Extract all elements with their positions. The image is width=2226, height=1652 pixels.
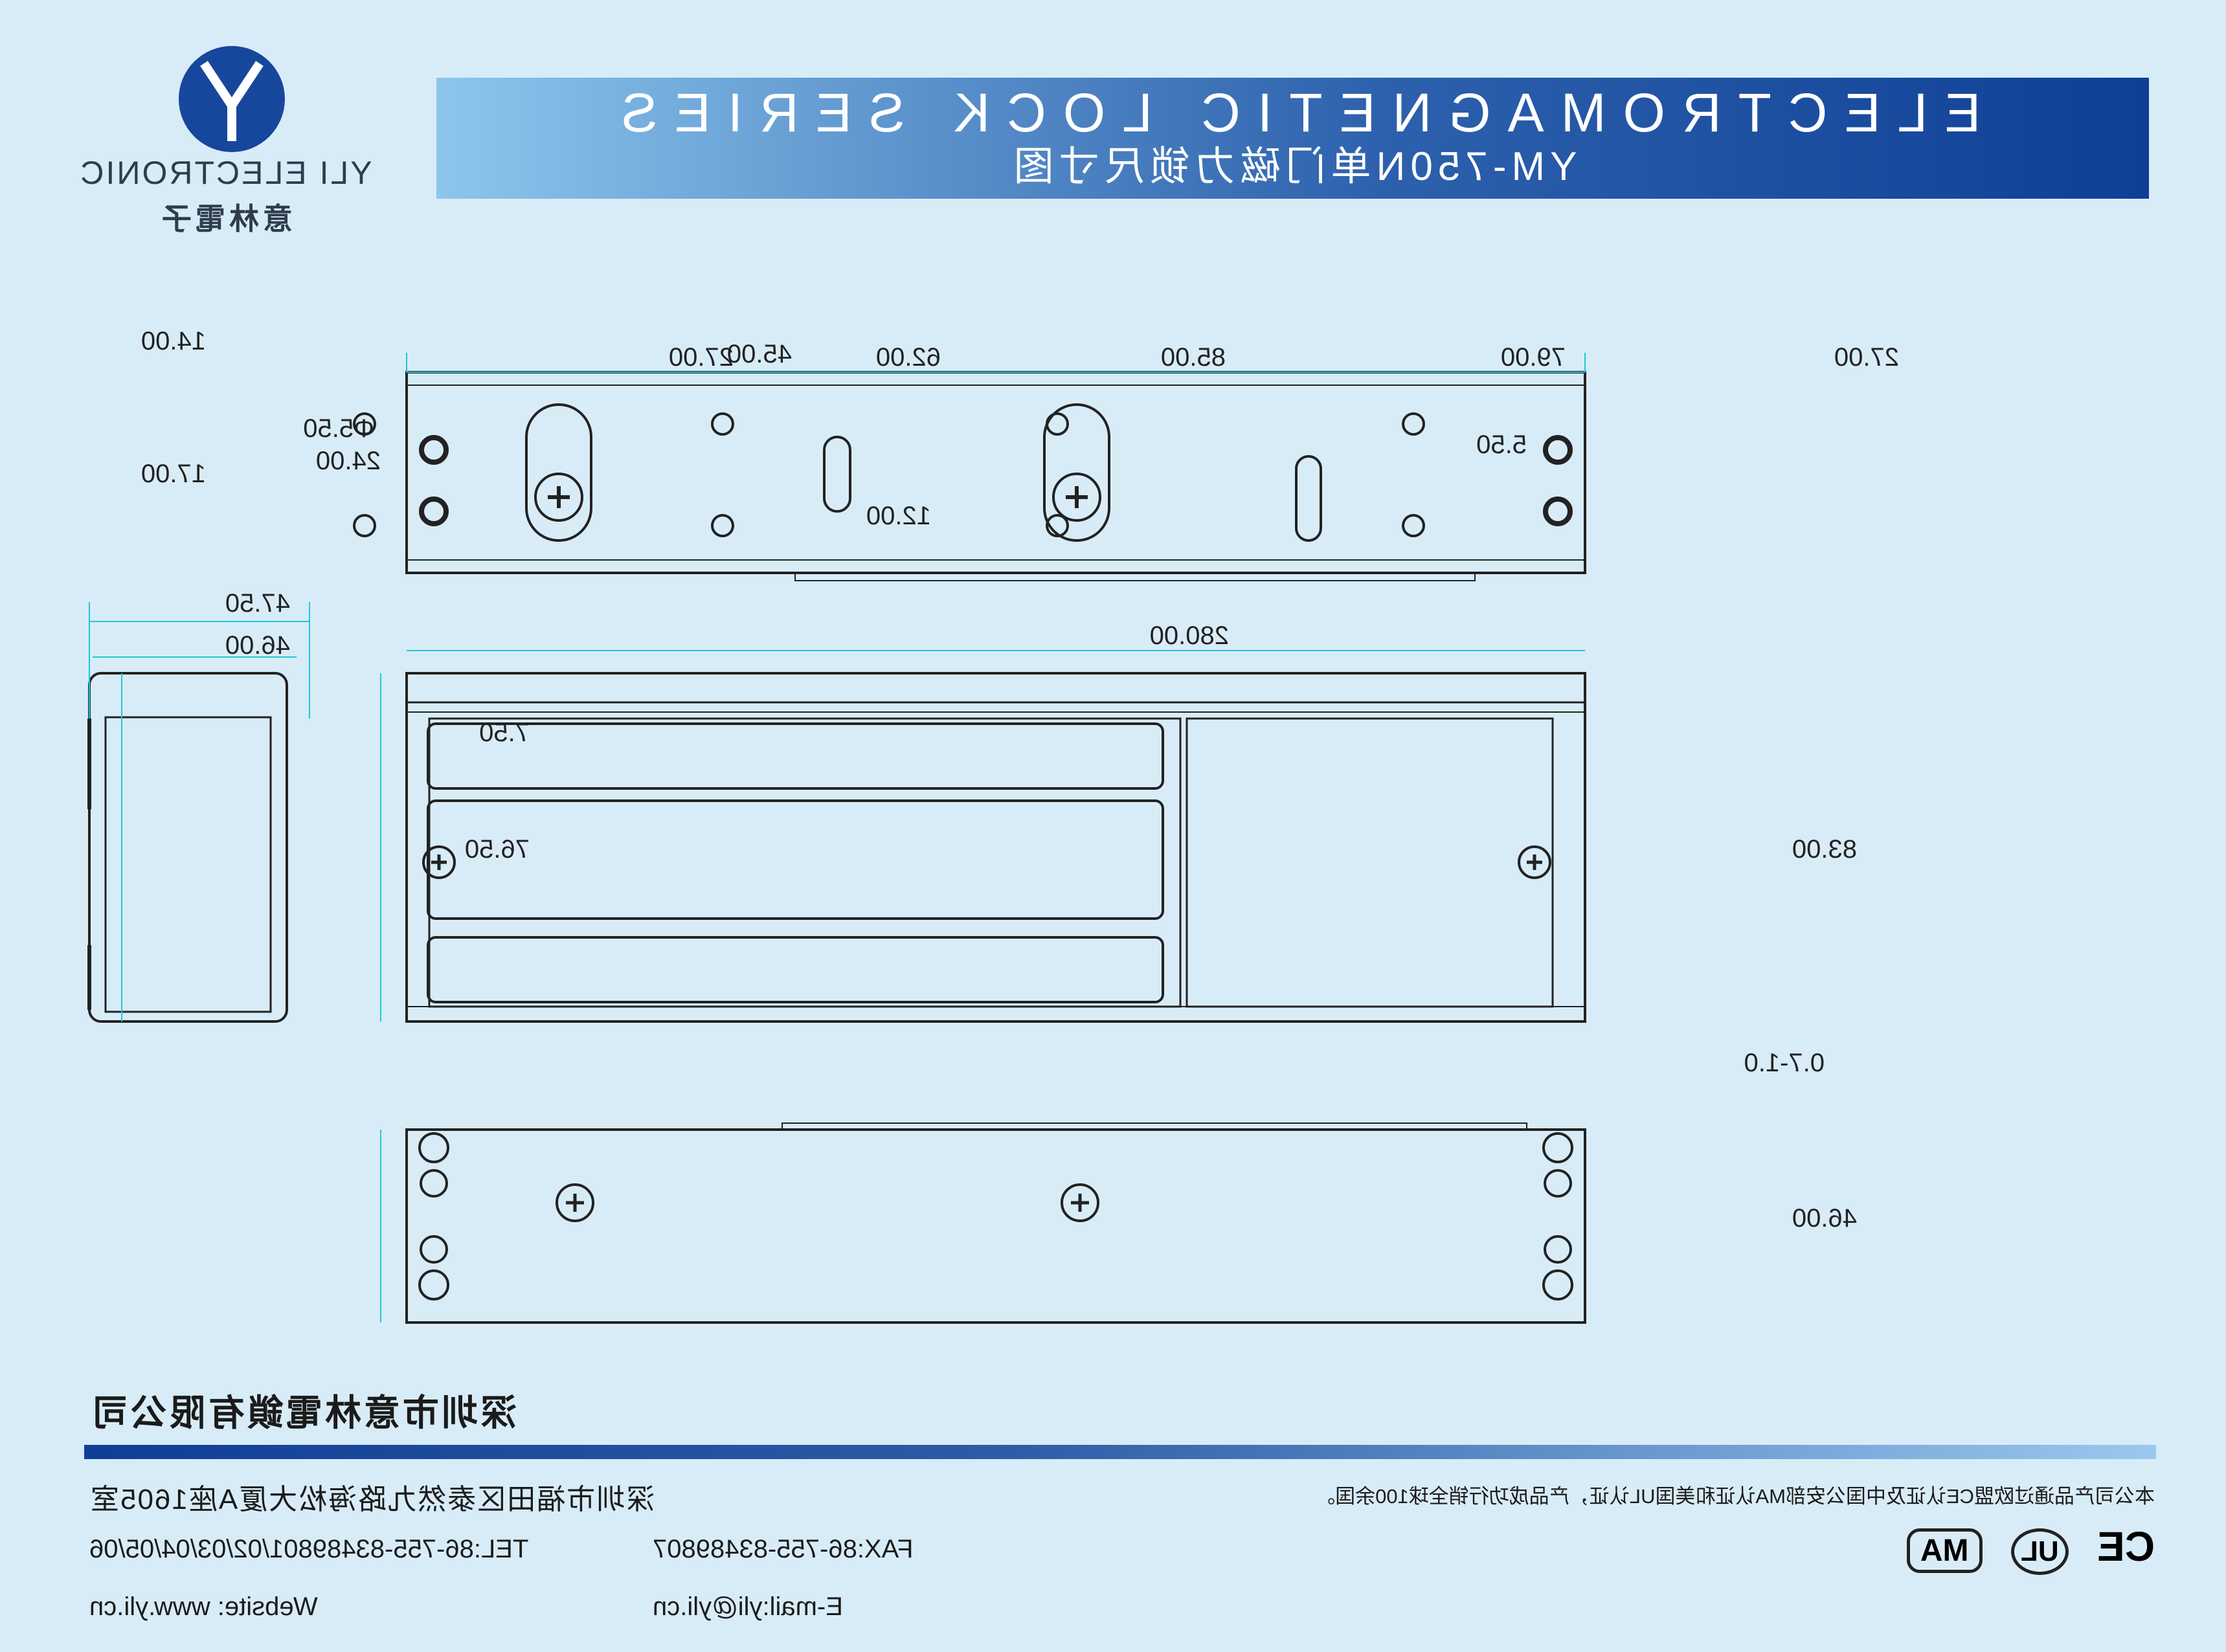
dim-side-76-5: 76.50 (464, 835, 530, 864)
dim-top-17: 17.00 (141, 460, 206, 488)
dim-top-27-left: 27.00 (668, 343, 734, 372)
bottom-view (405, 1122, 1586, 1324)
dim-top-5-5: 5.50 (1476, 430, 1527, 459)
dim-top-14: 14.00 (141, 327, 206, 355)
dim-hole-diameter: Φ5.50 (303, 414, 374, 443)
dim-top-62: 62.00 (875, 343, 941, 372)
footer-divider (84, 1445, 2156, 1459)
company-fax: FAX:86-755-83489807 (653, 1535, 914, 1563)
dim-side-7-5: 7.50 (479, 719, 530, 747)
dim-front-gap: 0.7-1.0 (1744, 1049, 1825, 1077)
ul-mark-icon: UL (2010, 1528, 2069, 1575)
company-email: E-mail:yli@yli.cn (653, 1592, 843, 1621)
certification-marks: CE UL MA (1896, 1523, 2155, 1581)
certification-note: 本公司产品通过欧盟CE认证及中国公安部MA认证和美国UL认证，产品成功行销全球1… (1315, 1485, 2155, 1508)
top-view (353, 371, 1586, 581)
dim-top-24: 24.00 (315, 447, 381, 475)
dim-top-12: 12.00 (866, 502, 931, 530)
dim-side-47-5: 47.50 (225, 589, 290, 618)
ce-mark-icon: CE (2097, 1523, 2155, 1570)
dim-front-height: 83.00 (1792, 835, 1857, 864)
company-name: 深圳市意林電鎖有限公司 (89, 1392, 517, 1433)
dim-top-85: 85.00 (1160, 343, 1226, 372)
dim-bottom-height: 46.00 (1792, 1204, 1857, 1233)
dim-top-45: 45.00 (726, 340, 792, 368)
dim-top-27-right: 27.00 (1834, 343, 1899, 372)
side-view (87, 672, 288, 1023)
dim-side-46: 46.00 (225, 631, 290, 660)
dim-front-length: 280.00 (1149, 621, 1229, 650)
front-view (405, 672, 1586, 1023)
yli-logo-icon (179, 46, 285, 152)
ma-mark-icon: MA (1906, 1528, 1983, 1573)
company-address: 深圳市福田区泰然九路海松大厦A座1605室 (89, 1484, 655, 1515)
dim-top-79: 79.00 (1500, 343, 1566, 372)
